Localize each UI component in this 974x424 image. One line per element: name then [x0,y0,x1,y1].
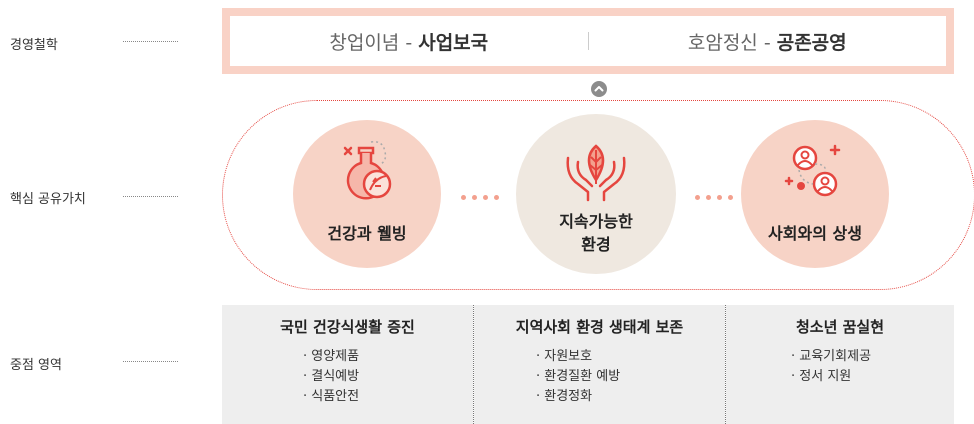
founding-ideology: 창업이념 - 사업보국 [230,28,588,55]
hoam-spirit: 호암정신 - 공존공영 [589,28,947,55]
connector-dots-right [695,195,733,200]
row-label-philosophy: 경영철학 [10,38,58,53]
row-leader-core-values [123,196,178,197]
core-value-health: 건강과 웰빙 [293,120,441,268]
focus-item: · 환경질환 예방 [536,369,621,384]
connector-dots-left [461,195,499,200]
focus-item: · 결식예방 [303,369,360,384]
core-values-frame [222,100,974,290]
core-value-environment: 지속가능한 환경 [516,114,676,274]
row-label-focus-areas: 중점 영역 [10,358,62,373]
core-value-label: 사회와의 상생 [768,224,862,243]
focus-item: · 식품안전 [303,389,360,404]
focus-item: · 환경정화 [536,389,593,404]
hoam-spirit-label: 호암정신 - [687,31,777,54]
philosophy-box: 창업이념 - 사업보국 호암정신 - 공존공영 [222,8,954,74]
row-leader-focus-areas [123,361,178,362]
focus-divider [725,305,726,424]
focus-item: · 자원보호 [536,349,593,364]
focus-divider [473,305,474,424]
focus-area-title: 지역사회 환경 생태계 보존 [515,318,684,336]
founding-ideology-label: 창업이념 - [329,31,419,54]
core-value-label: 지속가능한 환경 [559,212,633,254]
people-network-icon [784,144,841,197]
focus-item: · 정서 지원 [791,369,852,384]
chevron-up-icon [591,81,607,97]
flask-leaf-icon [343,140,392,200]
core-value-coexistence: 사회와의 상생 [741,120,889,268]
focus-area-title: 국민 건강식생활 증진 [280,318,415,336]
hands-leaf-icon [566,144,626,202]
philosophy-divider [587,32,589,50]
hoam-spirit-value: 공존공영 [776,31,847,54]
focus-area-youth: 청소년 꿈실현 · 교육기회제공 · 정서 지원 [726,305,954,424]
row-label-core-values: 핵심 공유가치 [10,192,86,207]
row-leader-philosophy [123,41,178,42]
focus-area-title: 청소년 꿈실현 [795,318,885,336]
focus-area-environment: 지역사회 환경 생태계 보존 · 자원보호 · 환경질환 예방 · 환경정화 [474,305,725,424]
focus-item: · 교육기회제공 [791,349,872,364]
core-value-label: 건강과 웰빙 [327,224,407,243]
focus-item: · 영양제품 [303,349,360,364]
founding-ideology-value: 사업보국 [418,31,489,54]
focus-area-health: 국민 건강식생활 증진 · 영양제품 · 결식예방 · 식품안전 [222,305,473,424]
